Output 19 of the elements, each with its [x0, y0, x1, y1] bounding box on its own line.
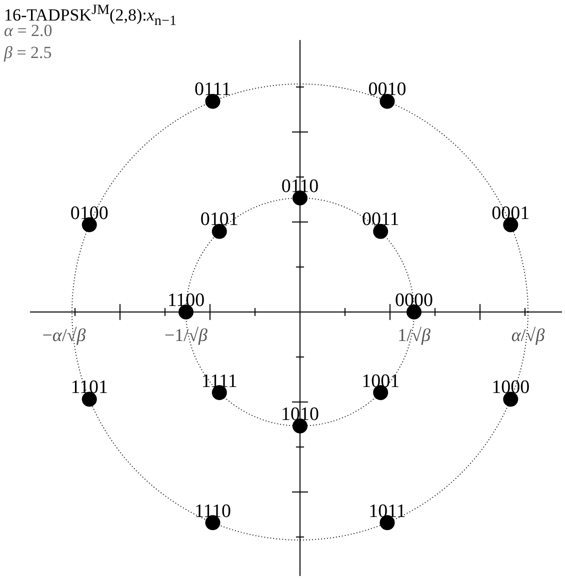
tick-label: α/√β — [511, 326, 545, 344]
bit-label: 1111 — [201, 372, 238, 391]
tick-label: −1/√β — [164, 326, 208, 344]
parameter-label: β = 2.5 — [4, 44, 52, 61]
bit-label: 0101 — [200, 210, 238, 230]
tick-label: 1/√β — [398, 326, 430, 344]
bit-label: 1011 — [368, 502, 406, 521]
bit-label: 1001 — [362, 372, 400, 391]
bit-label: 1100 — [167, 291, 205, 310]
bit-label: 1101 — [70, 378, 108, 398]
bit-label: 0100 — [70, 204, 108, 223]
bit-label: 1000 — [492, 378, 530, 398]
tick-label: −α/√β — [42, 326, 86, 344]
bit-label: 0111 — [194, 80, 232, 100]
bit-label: 0011 — [362, 210, 400, 230]
bit-label: 0010 — [368, 80, 406, 100]
bit-label: 0000 — [395, 291, 433, 310]
bit-label: 1110 — [194, 502, 232, 521]
bit-label: 0001 — [492, 204, 530, 223]
